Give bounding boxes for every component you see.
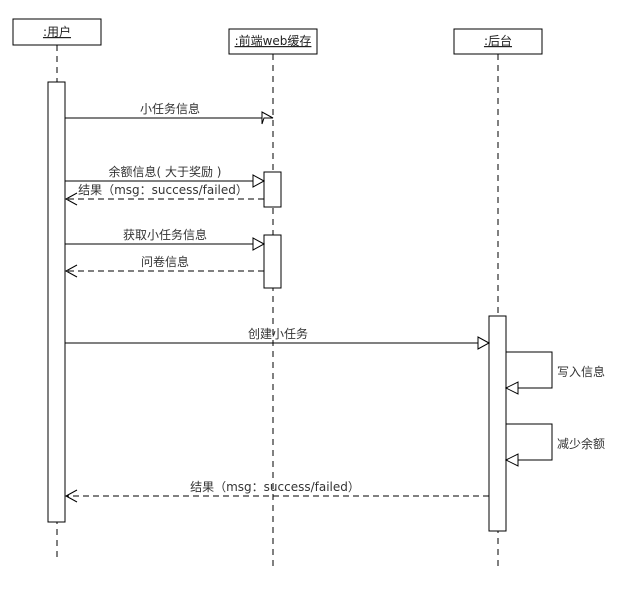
- open-arrowhead-icon: [504, 381, 519, 395]
- message-2: 余额信息( 大于奖励 ): [65, 164, 266, 188]
- activation-cache-1: [263, 171, 282, 208]
- message-1: 小任务信息: [65, 101, 274, 125]
- message-7-self: 写入信息: [504, 351, 605, 395]
- message-8-self: 减少余额: [504, 423, 605, 467]
- message-9: 结果（msg：success/failed）: [64, 480, 489, 503]
- activation-user: [47, 81, 66, 523]
- open-arrowhead-icon: [252, 237, 266, 251]
- message-label: 获取小任务信息: [123, 227, 207, 242]
- message-label: 结果（msg：success/failed）: [78, 183, 248, 197]
- participant-cache: :前端web缓存: [228, 28, 318, 55]
- open-arrowhead-icon: [261, 111, 274, 125]
- message-label: 创建小任务: [248, 326, 308, 341]
- message-label: 写入信息: [557, 364, 605, 379]
- open-arrowhead-icon: [252, 174, 266, 188]
- activation-backend: [488, 315, 507, 532]
- return-arrowhead-icon: [64, 192, 78, 206]
- message-label: 余额信息( 大于奖励 ): [109, 164, 222, 179]
- participant-backend: :后台: [453, 28, 543, 55]
- return-arrowhead-icon: [64, 489, 78, 503]
- participant-user: :用户: [12, 18, 102, 46]
- message-5: 问卷信息: [64, 254, 264, 278]
- return-arrowhead-icon: [64, 264, 78, 278]
- message-6: 创建小任务: [65, 326, 491, 350]
- message-label: 结果（msg：success/failed）: [190, 480, 360, 494]
- participant-cache-label: :前端web缓存: [235, 33, 312, 48]
- activation-cache-2: [263, 234, 282, 289]
- message-label: 减少余额: [557, 436, 605, 451]
- message-label: 问卷信息: [141, 254, 189, 269]
- participant-backend-label: :后台: [484, 33, 512, 48]
- open-arrowhead-icon: [477, 336, 491, 350]
- message-4: 获取小任务信息: [65, 227, 266, 251]
- message-label: 小任务信息: [140, 101, 200, 116]
- message-3: 结果（msg：success/failed）: [64, 183, 264, 206]
- open-arrowhead-icon: [504, 453, 519, 467]
- participant-user-label: :用户: [43, 24, 71, 39]
